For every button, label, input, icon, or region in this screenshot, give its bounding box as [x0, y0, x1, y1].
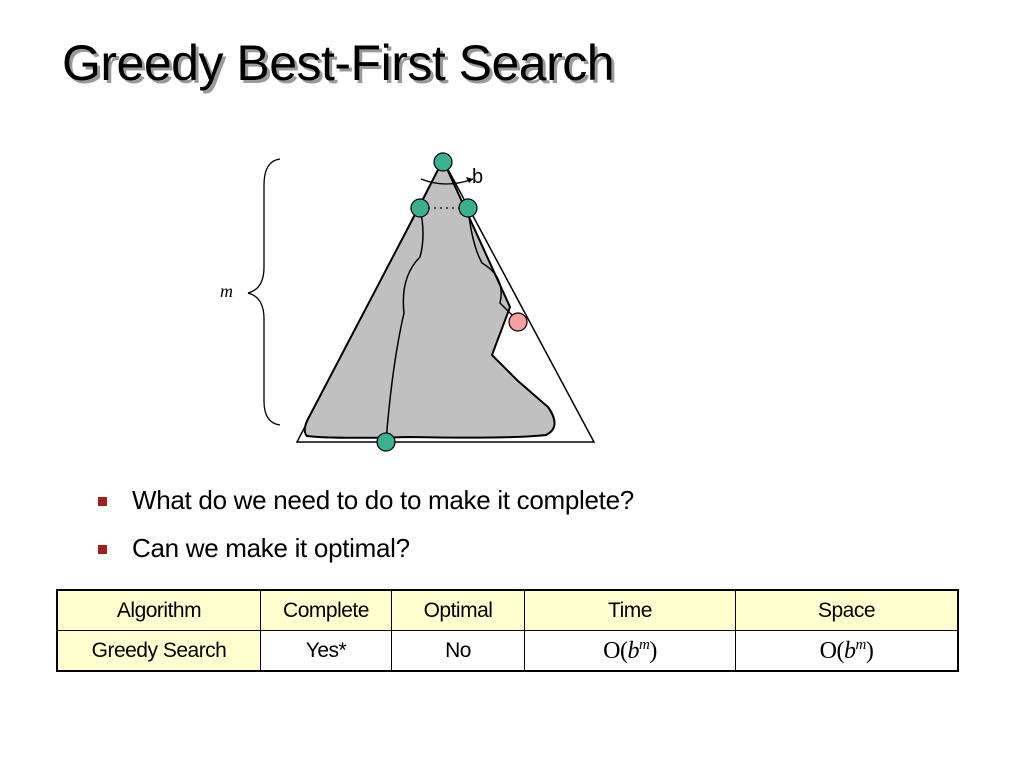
question-text: What do we need to do to make it complet…: [132, 485, 634, 515]
header-algorithm: Algorithm: [56, 589, 261, 631]
branching-arrowhead: [466, 177, 473, 183]
bullet-marker: [98, 497, 107, 506]
search-tree-svg: m b: [220, 152, 596, 452]
cell-space: O(bm): [735, 630, 959, 672]
table-row: Greedy Search Yes* No O(bm) O(bm): [56, 630, 959, 672]
comparison-table: Algorithm Complete Optimal Time Space Gr…: [56, 589, 959, 672]
explored-region: [303, 157, 556, 439]
question-list: What do we need to do to make it complet…: [96, 480, 634, 576]
side-branch: [467, 207, 513, 316]
cell-algorithm: Greedy Search: [56, 630, 261, 672]
table-header-row: Algorithm Complete Optimal Time Space: [56, 589, 959, 631]
cell-optimal: No: [391, 630, 525, 672]
space-base: b: [843, 637, 856, 664]
question-item: What do we need to do to make it complet…: [96, 480, 634, 528]
cell-time: O(bm): [524, 630, 736, 672]
leaf-node: [376, 432, 396, 452]
time-suffix: ): [649, 637, 657, 664]
time-exponent: m: [638, 636, 650, 653]
child-node-left: [410, 198, 430, 218]
space-exponent: m: [855, 636, 866, 653]
child-node-right: [458, 198, 478, 218]
header-time: Time: [524, 589, 736, 631]
header-space: Space: [735, 589, 959, 631]
time-base: b: [627, 637, 639, 664]
slide-title: Greedy Best-First Search: [62, 35, 615, 91]
branching-label: b: [472, 166, 483, 188]
search-tree-diagram: m b: [210, 145, 610, 465]
space-prefix: O(: [819, 637, 845, 664]
greedy-path: [385, 207, 424, 443]
header-optimal: Optimal: [391, 589, 525, 631]
goal-node: [508, 312, 528, 332]
root-node: [433, 152, 453, 172]
header-complete: Complete: [260, 589, 392, 631]
depth-label: m: [220, 281, 233, 301]
cell-complete: Yes*: [260, 630, 392, 672]
question-text: Can we make it optimal?: [132, 533, 410, 563]
time-prefix: O(: [603, 637, 628, 664]
question-item: Can we make it optimal?: [96, 528, 634, 576]
bullet-marker: [98, 545, 107, 554]
depth-brace: [247, 158, 281, 426]
space-suffix: ): [865, 637, 874, 664]
